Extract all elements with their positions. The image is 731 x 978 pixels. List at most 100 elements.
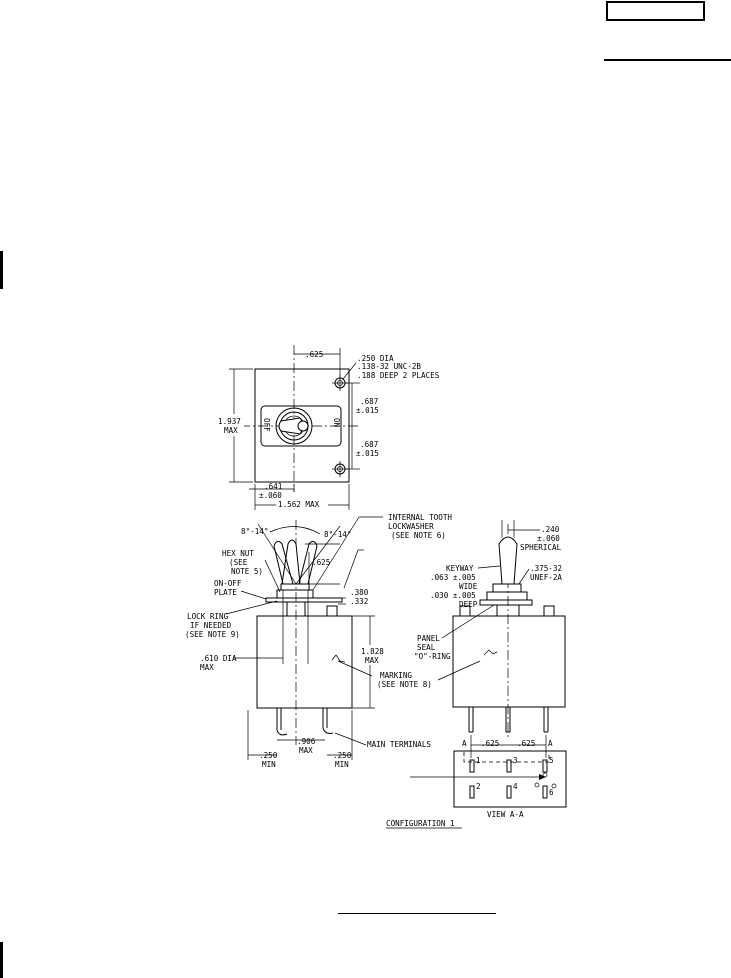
lever-center <box>281 539 301 585</box>
panelseal-line2: SEAL <box>417 643 436 652</box>
plate-line2: PLATE <box>214 588 237 597</box>
terminal-number-3: 3 <box>513 756 518 765</box>
header-rule <box>604 59 731 61</box>
label-off: OFF <box>262 418 271 432</box>
side-view-body <box>256 615 353 709</box>
view-aa-caption: VIEW A-A <box>487 810 524 819</box>
marking-line2: (SEE NOTE 8) <box>377 680 432 689</box>
terminal-slot-6 <box>542 785 548 799</box>
hexnut-leader <box>264 559 281 593</box>
lockwasher-leader <box>312 516 360 591</box>
hole-note-line1: .250 DIA <box>357 354 394 363</box>
side-tab <box>326 605 338 617</box>
dim-641-tol: ±.060 <box>259 491 282 500</box>
marking-line1: MARKING <box>380 671 412 680</box>
panelseal-line3: "O"-RING <box>414 652 451 661</box>
section-mark-left: A <box>462 739 467 748</box>
onoff-plate-outline <box>260 405 342 447</box>
dim-250-right: .250 <box>333 751 352 760</box>
dim-240-tol: ±.060 <box>537 534 560 543</box>
dim-332: .332 <box>350 597 368 606</box>
dim-906-max: MAX <box>299 746 313 755</box>
view-aa-body <box>453 750 567 808</box>
bushing-outer <box>275 407 313 445</box>
change-bar-lower <box>0 942 3 978</box>
body-height-max: MAX <box>365 656 379 665</box>
terminal-number-2: 2 <box>476 782 481 791</box>
lockring-line3: (SEE NOTE 9) <box>185 630 240 639</box>
label-on: ON <box>332 418 341 428</box>
lever-left <box>273 540 294 585</box>
height-value: 1.937 <box>218 417 241 426</box>
spacing-left: .625 <box>481 739 499 748</box>
dim-906: .906 <box>297 737 316 746</box>
side-hex-nut <box>276 589 314 599</box>
dim-250-left: .250 <box>259 751 278 760</box>
spacing-right: .625 <box>517 739 535 748</box>
dim-240: .240 <box>541 525 560 534</box>
front-terminal-right <box>543 707 549 733</box>
front-marking-symbol <box>483 649 498 656</box>
front-view: .240 ±.060 SPHERICAL KEYWAY .063 ±.005 W… <box>414 520 566 763</box>
front-terminal-center <box>505 707 511 733</box>
view-aa: 1 2 3 4 5 6 VIEW A-A <box>410 750 567 819</box>
lockwasher-line2: LOCKWASHER <box>388 522 434 531</box>
footer-rule <box>338 913 496 914</box>
keyway-line1: KEYWAY <box>446 564 474 573</box>
keyway-line5: DEEP <box>459 600 478 609</box>
angle-left: 8°-14° <box>241 527 268 536</box>
terminal-number-6: 6 <box>549 788 554 797</box>
dim-687-upper: .687 <box>360 397 378 406</box>
dim-250-right-min: MIN <box>335 760 349 769</box>
front-plate <box>479 599 533 606</box>
side-terminal-left <box>276 708 288 736</box>
front-bushing <box>496 604 520 617</box>
thread-line2: UNEF-2A <box>530 573 562 582</box>
terminal-number-1: 1 <box>476 756 481 765</box>
lever-pivot <box>297 420 309 432</box>
terminal-number-5: 5 <box>549 756 554 765</box>
top-view-body <box>254 368 350 483</box>
lockring-line2: IF NEEDED <box>190 621 232 630</box>
dim-380: .380 <box>350 588 369 597</box>
terminal-slot-2 <box>469 785 475 799</box>
hole-note-line2: .138-32 UNC-2B <box>357 362 421 371</box>
side-bushing <box>286 601 306 617</box>
front-terminal-left <box>468 707 474 733</box>
dim-625-lever: .625 <box>312 558 330 567</box>
hexnut-line1: HEX NUT <box>222 549 254 558</box>
change-bar-upper <box>0 251 3 289</box>
terminal-slot-1 <box>469 759 475 773</box>
angle-right: 8°-14° <box>324 530 351 539</box>
height-max: MAX <box>224 426 238 435</box>
terminals-leader <box>334 732 367 746</box>
front-view-body <box>452 615 566 708</box>
lockwasher-line3: (SEE NOTE 6) <box>391 531 446 540</box>
width-value: 1.562 MAX <box>278 500 320 509</box>
side-terminal-right <box>322 708 334 734</box>
hole-note-leader <box>342 362 357 380</box>
terminal-slot-5 <box>542 759 548 773</box>
spherical-label: SPHERICAL <box>520 543 562 552</box>
dim-641: .641 <box>264 482 283 491</box>
keyway-leader <box>477 565 501 569</box>
hexnut-line3: NOTE 5) <box>231 567 263 576</box>
dim-687-lower: .687 <box>360 440 378 449</box>
dim-687-upper-tol: ±.015 <box>356 406 379 415</box>
header-box <box>606 1 705 21</box>
hexnut-line2: (SEE <box>229 558 248 567</box>
dim-625-top: .625 <box>305 350 323 359</box>
plate-leader <box>240 590 267 600</box>
keyway-line4: .030 ±.005 <box>430 591 476 600</box>
front-washer <box>492 583 522 593</box>
keyway-line2: .063 ±.005 <box>430 573 476 582</box>
panelseal-line1: PANEL <box>417 634 440 643</box>
panelseal-leader <box>441 604 495 639</box>
section-mark-right: A <box>548 739 553 748</box>
dia-610-max: MAX <box>200 663 214 672</box>
lockring-leader <box>225 600 278 615</box>
top-view: OFF ON .625 .250 DIA .138-32 UNC-2B .188… <box>216 345 440 510</box>
keyway-line3: WIDE <box>459 582 478 591</box>
side-washer <box>280 583 310 591</box>
